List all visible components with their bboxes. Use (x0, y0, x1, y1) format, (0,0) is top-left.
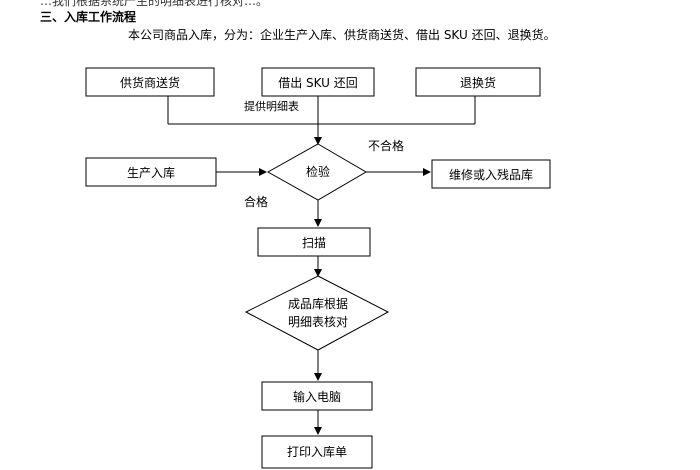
scan-label: 扫描 (302, 236, 326, 250)
defective-storage-box: 维修或入残品库 (431, 159, 551, 189)
partial-text-line: …我们根据系统产生的明细表进行核对…。 (40, 0, 269, 8)
input-computer-label: 输入电脑 (293, 389, 341, 404)
exchange-return-box: 退换货 (415, 67, 541, 97)
verify-label-line2: 明细表核对 (288, 315, 348, 329)
sku-return-label: 借出 SKU 还回 (278, 76, 358, 90)
print-receipt-box: 打印入库单 (261, 435, 373, 469)
section-heading: 三、入库工作流程 (40, 10, 137, 24)
pass-label: 合格 (244, 194, 268, 209)
production-box: 生产入库 (85, 157, 217, 187)
production-label: 生产入库 (127, 165, 175, 180)
supplier-delivery-label: 供货商送货 (120, 75, 180, 90)
inspection-label: 检验 (306, 164, 330, 179)
exchange-return-label: 退换货 (460, 75, 496, 90)
print-receipt-label: 打印入库单 (287, 444, 347, 459)
input-computer-box: 输入电脑 (261, 381, 373, 411)
merge-connector (167, 96, 476, 145)
inspection-diamond: 检验 (266, 143, 367, 201)
scan-box: 扫描 (257, 227, 371, 257)
verify-label-line1: 成品库根据 (288, 296, 348, 311)
defective-storage-label: 维修或入残品库 (449, 167, 533, 182)
supplier-delivery-box: 供货商送货 (85, 67, 215, 97)
fail-label: 不合格 (368, 138, 404, 153)
verify-diamond: 成品库根据 明细表核对 (244, 275, 390, 351)
intro-paragraph: 本公司商品入库，分为：企业生产入库、供货商送货、借出 SKU 还回、退换货。 (128, 28, 556, 42)
provide-detail-label: 提供明细表 (244, 99, 299, 113)
sku-return-box: 借出 SKU 还回 (261, 67, 375, 97)
